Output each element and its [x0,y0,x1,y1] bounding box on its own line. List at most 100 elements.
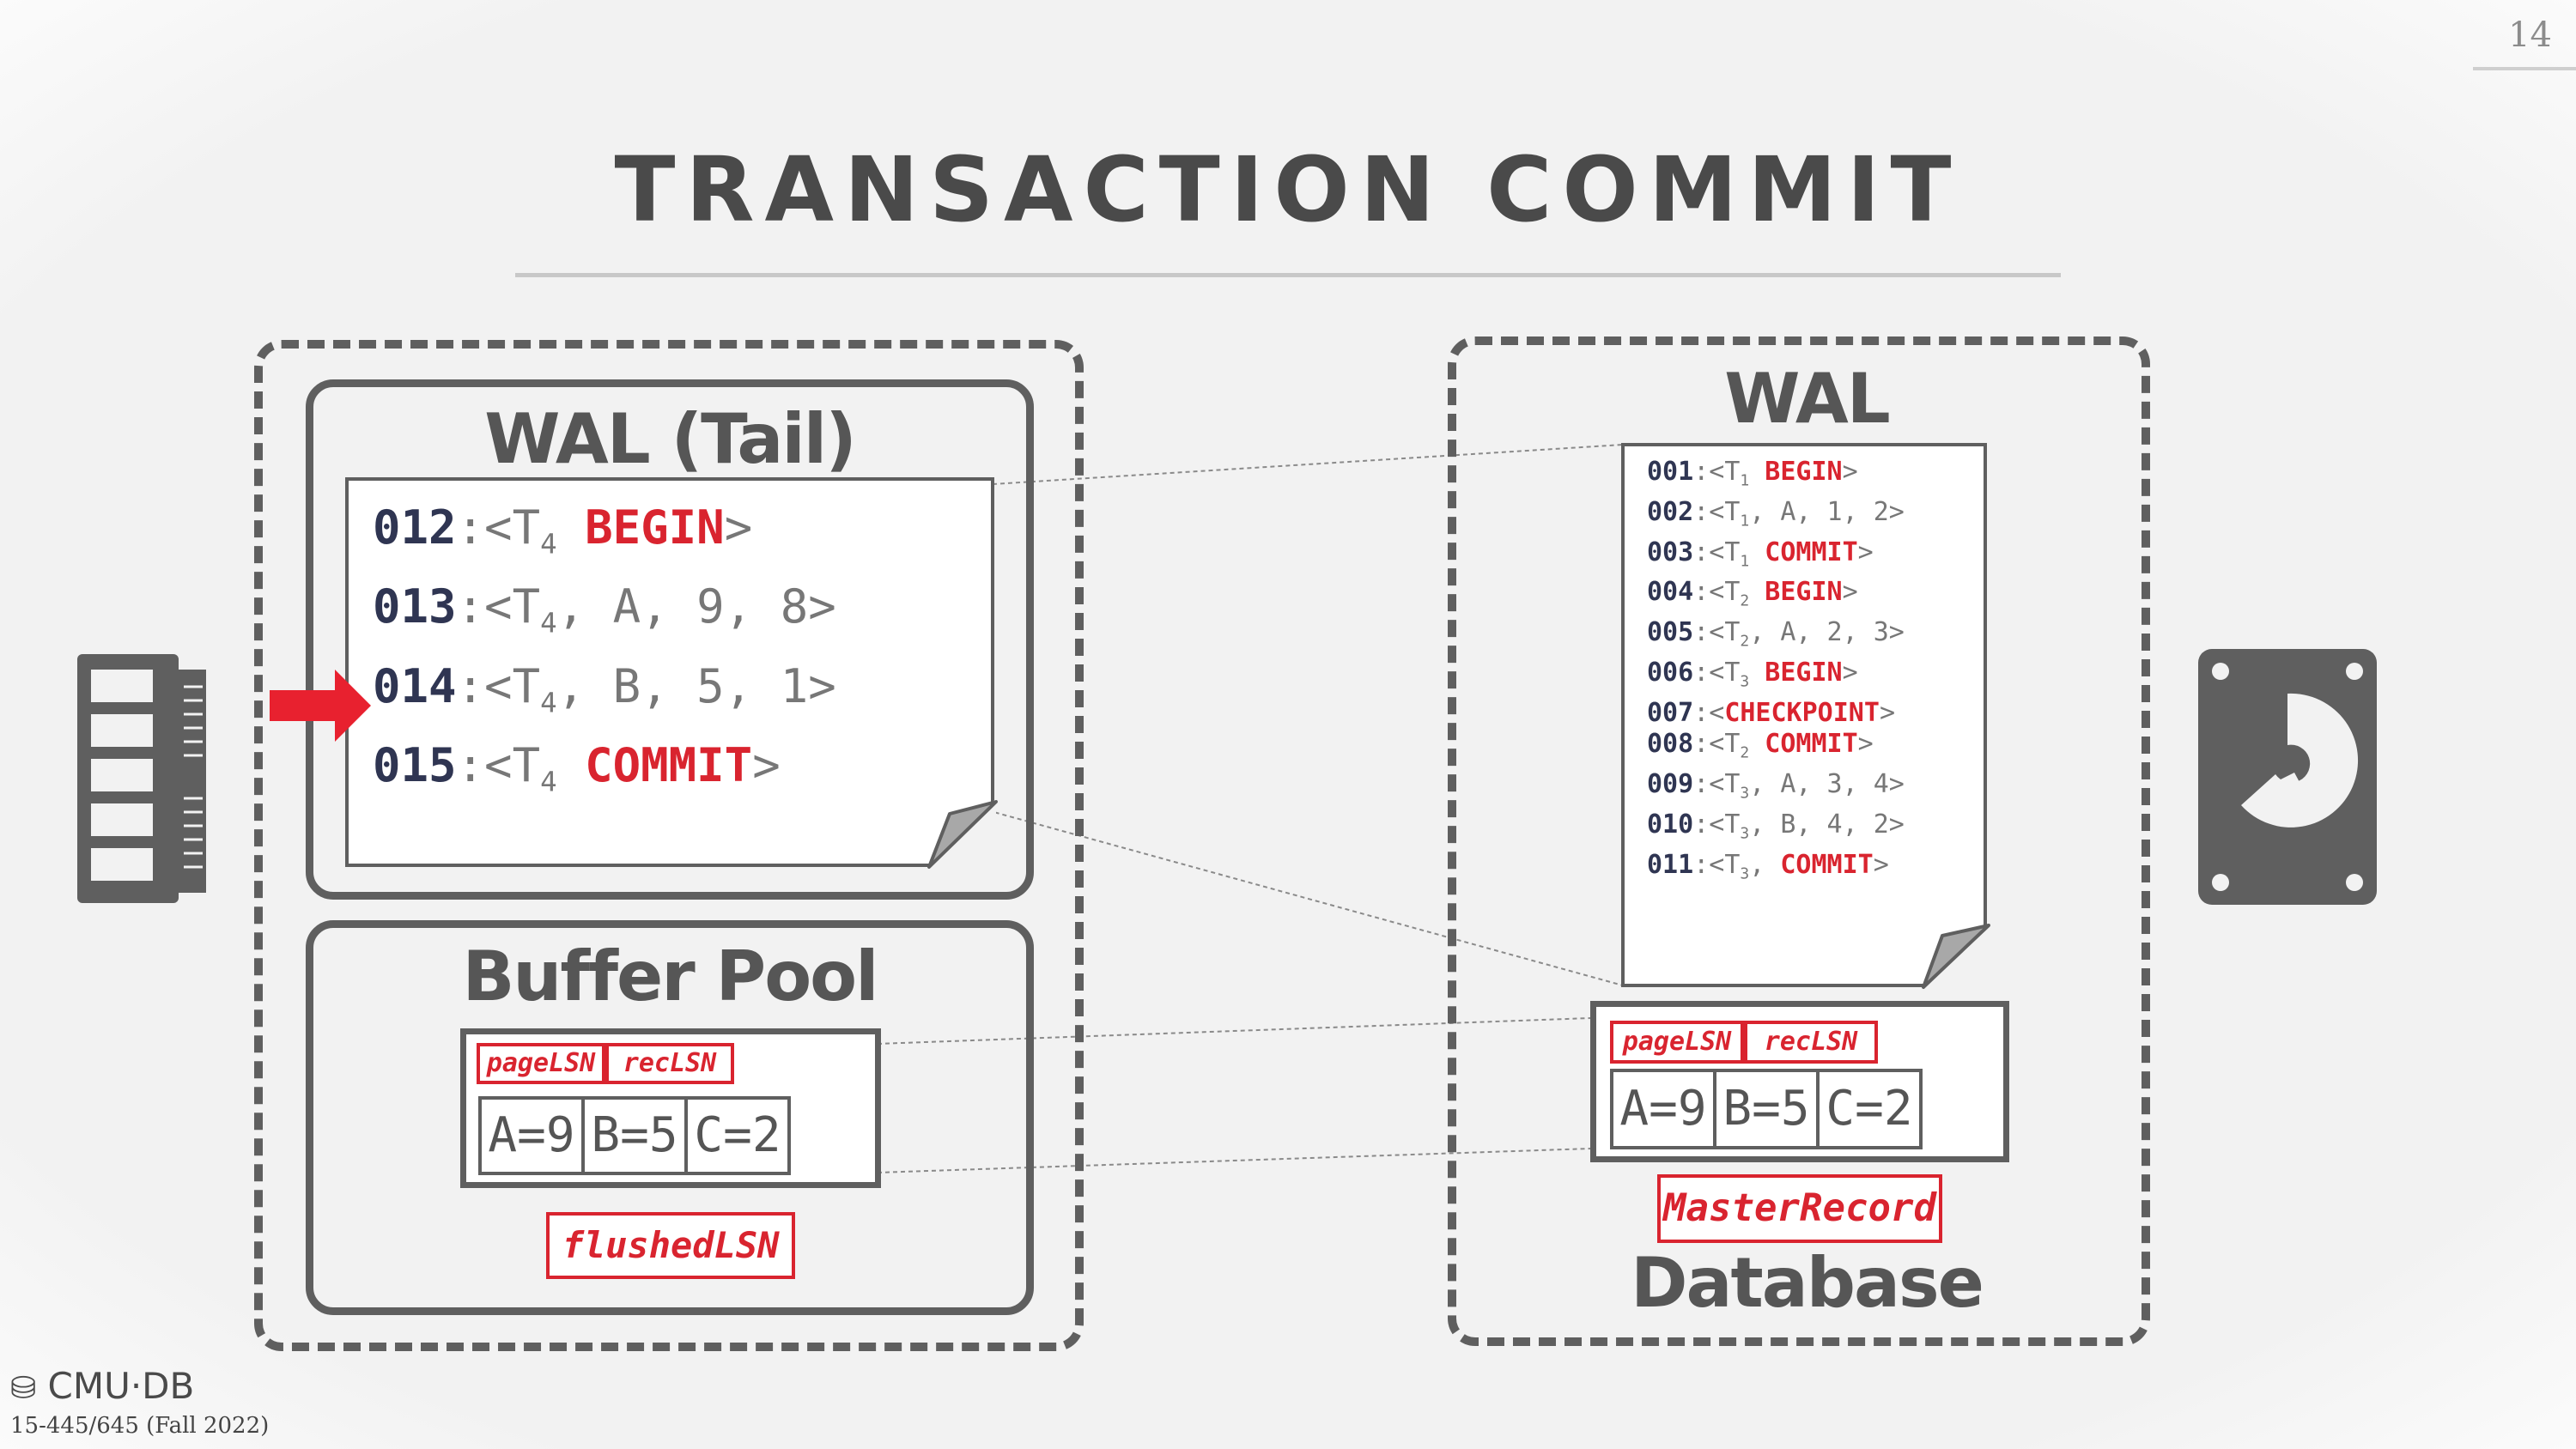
log-entry: 007:<CHECKPOINT> [1647,698,1905,730]
database-cell-b: B=5 [1713,1069,1820,1149]
buffer-pool-cell-a: A=9 [478,1096,585,1175]
footer-logo: ⛁ CMU·DB [10,1365,194,1407]
log-entry-lsn: 008 [1647,729,1694,760]
log-entry-keyword: BEGIN [1765,457,1843,487]
buffer-pool-box: Buffer Pool [306,920,1034,1315]
database-rec-lsn: recLSN [1744,1021,1878,1064]
log-entry-close: > [724,500,753,555]
title-rule [515,273,2061,277]
log-entry-lsn: 012 [373,500,457,555]
log-entry-close: > [1879,697,1895,728]
disk-wal-heading: WAL [1724,359,1891,439]
log-entry: 003:<T1 COMMIT> [1647,537,1905,578]
log-entry-keyword: COMMIT [1765,729,1858,760]
log-entry-close: > [1842,657,1858,688]
log-entry-close: > [1873,849,1889,880]
log-entry-txn-sub: 1 [1740,551,1750,570]
log-entry-txn-sub: 2 [1740,632,1750,651]
log-entry-lsn: 010 [1647,809,1694,840]
buffer-pool-page-lsn: pageLSN [477,1043,605,1084]
database-heading: Database [1631,1243,1984,1323]
log-entry-txn-sub: 1 [1740,471,1750,490]
log-entry-txn: T [512,500,541,555]
database-cell-c: C=2 [1816,1069,1923,1149]
log-entry-txn: T [1724,729,1741,760]
log-entry-sep: :< [1693,617,1725,648]
log-entry-txn: T [1724,769,1741,800]
log-entry-lsn: 015 [373,737,457,792]
log-entry: 012:<T4 BEGIN> [373,496,836,575]
log-entry-txn-sub: 2 [1740,743,1750,762]
log-entry-close: > [1857,729,1874,760]
log-entry-close: > [1842,457,1858,487]
log-entry-body: , B, 5, 1> [556,658,836,713]
log-entry-txn-sub: 4 [540,685,557,718]
log-entry-txn-sub: 1 [1740,512,1750,530]
log-entry-lsn: 013 [373,579,457,634]
memory-region [254,340,1084,1351]
log-entry-sep: :< [1693,809,1725,840]
log-entry: 011:<T3, COMMIT> [1647,850,1905,890]
log-entry: 013:<T4, A, 9, 8> [373,575,836,654]
log-entry: 001:<T1 BEGIN> [1647,457,1905,497]
database-logo-icon: ⛁ [10,1371,37,1406]
buffer-pool-heading: Buffer Pool [462,937,878,1016]
connector-page-bottom [877,1148,1591,1173]
disk-region [1448,336,2150,1346]
log-entry-sep: :< [1693,577,1725,608]
log-entry: 015:<T4 COMMIT> [373,734,836,813]
log-entry-lsn: 011 [1647,849,1694,880]
log-entry-close: > [1842,577,1858,608]
log-entry-sep: :< [1693,537,1725,567]
slide-title: TRANSACTION COMMIT [614,137,1962,242]
log-entry-txn: T [1724,617,1741,648]
log-entry-sep: :< [1693,729,1725,760]
log-entry-keyword: CHECKPOINT [1724,697,1880,728]
footer-course: 15-445/645 (Fall 2022) [10,1413,270,1439]
database-cell-a: A=9 [1610,1069,1716,1149]
log-entry-sep: :< [1693,657,1725,688]
log-entry-txn-sub: 3 [1740,824,1750,843]
footer-logo-text: CMU·DB [47,1365,195,1407]
connector-wal-bottom [987,809,1624,986]
connector-wal-top [992,444,1624,485]
log-entry: 004:<T2 BEGIN> [1647,577,1905,617]
log-entry-close: > [1857,537,1874,567]
log-entry-txn: T [1724,809,1741,840]
log-entry-lsn: 005 [1647,617,1694,648]
log-entry-body: , A, 9, 8> [556,579,836,634]
log-entry-lsn: 009 [1647,769,1694,800]
connector-page-top [877,1017,1591,1045]
page-number-rule [2473,67,2576,70]
log-entry-lsn: 014 [373,658,457,713]
log-entry-txn: T [1724,496,1741,527]
log-entry: 010:<T3, B, 4, 2> [1647,809,1905,850]
log-entry-keyword: COMMIT [1780,849,1874,880]
log-entry-txn: T [1724,849,1741,880]
buffer-pool-cell-c: C=2 [684,1096,791,1175]
log-entry-txn-sub: 3 [1740,672,1750,691]
log-entry-keyword: BEGIN [1765,577,1843,608]
wal-tail-box: WAL (Tail) [306,379,1034,900]
log-entry-sep: :< [1693,457,1725,487]
log-entry-lsn: 003 [1647,537,1694,567]
log-entry-sep: :< [1693,697,1725,728]
log-entry-sep: :< [456,500,513,555]
log-entry-body: , A, 2, 3> [1749,617,1905,648]
log-entry-body: , A, 3, 4> [1749,769,1905,800]
log-entry-sep: :< [456,579,513,634]
database-page: pageLSN recLSN A=9 B=5 C=2 [1590,1001,2009,1162]
log-entry-txn: T [512,658,541,713]
log-entry-txn: T [1724,577,1741,608]
wal-tail-page: 012:<T4 BEGIN>013:<T4, A, 9, 8>014:<T4, … [345,477,994,867]
log-entry-lsn: 001 [1647,457,1694,487]
buffer-pool-cell-b: B=5 [581,1096,688,1175]
log-entry: 008:<T2 COMMIT> [1647,729,1905,769]
log-entry: 014:<T4, B, 5, 1> [373,655,836,734]
log-entry-sep: :< [1693,849,1725,880]
